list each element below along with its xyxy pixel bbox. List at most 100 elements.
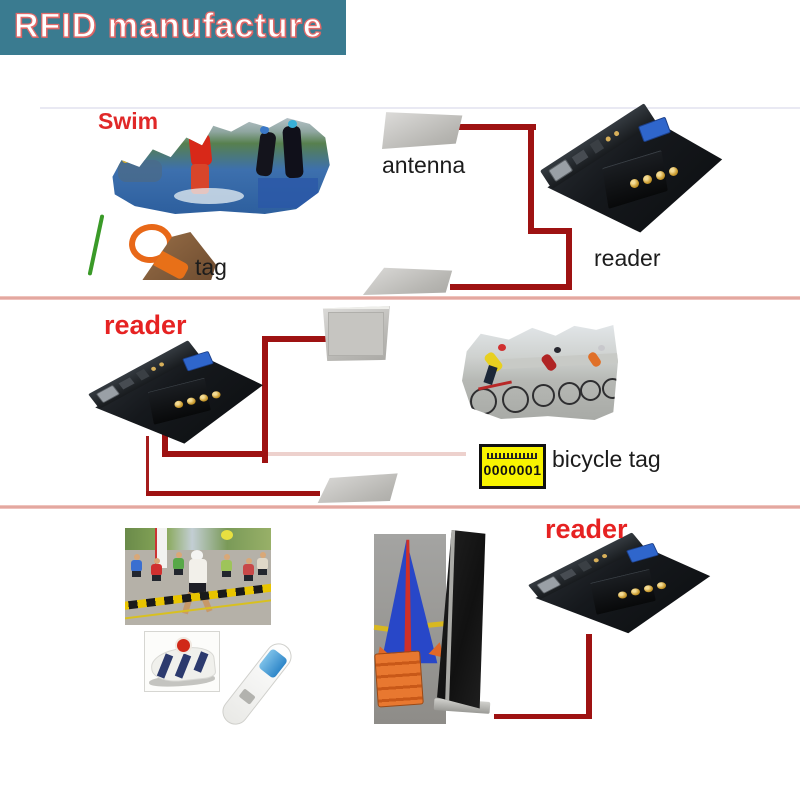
component-dot [158, 361, 165, 368]
runner-blue [131, 560, 142, 572]
cyclist-dark-helmet [554, 347, 561, 353]
runner-white [257, 558, 268, 570]
sma-connector-icon [199, 394, 209, 402]
road-yellow-line [425, 620, 447, 629]
swimmer-athlete-legsuit [191, 164, 209, 194]
antenna3-edge [323, 306, 389, 309]
chip-icon [577, 560, 593, 572]
sma-connector-icon [631, 588, 640, 596]
cyclist-red-helmet [498, 344, 506, 351]
top-divider-line [40, 107, 800, 109]
cyclist-shorts [483, 365, 498, 385]
bicycle-tag-serial: 0000001 [483, 462, 542, 478]
antenna-label: antenna [382, 152, 466, 178]
antenna-3 [322, 306, 390, 361]
bike-wheel [502, 386, 529, 413]
chip-icon [135, 368, 150, 381]
wire-horizontal-2 [162, 451, 268, 457]
cyclist-helmet [598, 345, 605, 351]
wire-vertical-3 [262, 336, 268, 463]
main-runner-cap [191, 550, 203, 560]
page-title: RFID manufacture [13, 6, 323, 45]
running-photo [125, 528, 271, 625]
reader-device-2 [88, 340, 265, 446]
tag-label: tag [195, 254, 227, 280]
wire-thin-vertical [146, 436, 149, 494]
sma-connector-icon [186, 397, 196, 405]
bike-wheel [602, 378, 618, 399]
wire-horizontal-1 [528, 228, 572, 234]
runner-red2 [243, 564, 254, 576]
shoe-timing-tag [175, 637, 192, 654]
section-divider-2 [0, 505, 800, 509]
chip-icon [589, 139, 605, 154]
runner-vest [221, 560, 232, 572]
strap-tag-photo [217, 638, 297, 730]
treeline [125, 528, 271, 550]
sma-connector-icon [643, 175, 652, 184]
runner-green-vest [173, 558, 184, 570]
bicycle-tag-sticker: 0000001 [479, 444, 546, 489]
runner-shorts [152, 575, 161, 581]
antenna3-face [328, 312, 384, 356]
runner-head [260, 552, 266, 558]
shoe-photo [144, 631, 220, 692]
section-divider-1 [0, 296, 800, 300]
antenna-2 [362, 267, 453, 295]
component-dot [592, 557, 600, 563]
bike-wheel [580, 380, 601, 401]
runner-head [176, 552, 182, 558]
wire-to-mat-strip [494, 714, 592, 719]
swim-cap-1 [260, 126, 269, 134]
orange-reader-case [374, 650, 424, 708]
wire-antenna3 [262, 336, 330, 342]
chip-icon [118, 377, 135, 390]
cycling-photo [462, 324, 618, 420]
sma-connector-icon [644, 585, 653, 593]
reader3-label: reader [545, 514, 628, 544]
swim-photo [112, 117, 330, 214]
wire-vertical-2 [566, 228, 572, 290]
chip-icon [559, 568, 577, 581]
sma-connector-icon [630, 179, 639, 188]
mat-red-stripe [404, 539, 412, 664]
timing-mat-photo [372, 534, 448, 724]
blue-mat-edge [258, 178, 318, 208]
bike-wheel [558, 382, 581, 405]
runner-shorts [174, 569, 183, 575]
sma-connector-icon [174, 400, 184, 408]
tag-fine-print [487, 453, 537, 459]
strap-clasp [238, 688, 256, 705]
runner-head [134, 554, 140, 560]
swimmer-athlete-redsuit [188, 132, 213, 168]
wire-to-antenna2 [450, 284, 572, 290]
main-runner-shorts [189, 583, 206, 594]
chip-icon [571, 149, 589, 165]
swim-crowd-dot1 [122, 156, 129, 163]
runner-head [246, 558, 252, 564]
reader-device-1 [540, 103, 724, 235]
swim-crowd [118, 160, 162, 182]
sma-connector-icon [618, 591, 627, 599]
runner-shorts [132, 571, 141, 577]
runner-red [151, 564, 162, 576]
sma-connector-icon [656, 171, 665, 180]
sma-connector-icon [669, 167, 678, 176]
runner-shorts [222, 571, 231, 577]
water-splash [174, 188, 244, 204]
wire-reader3-down [586, 634, 592, 719]
wire-reader2-stub [162, 433, 168, 455]
strip-edge-highlight [444, 530, 456, 709]
runner-shorts [244, 575, 253, 581]
wire-to-antenna4 [146, 491, 320, 496]
wire-faded [268, 452, 466, 456]
sma-connector-icon [211, 391, 221, 399]
runner-head [154, 558, 160, 564]
bike-wheel [532, 384, 555, 407]
swim-label: Swim [98, 108, 159, 134]
runner-shorts [258, 569, 267, 575]
runner-head [224, 554, 230, 560]
main-runner-singlet [189, 559, 207, 585]
swim-crowd-dot2 [134, 154, 141, 161]
